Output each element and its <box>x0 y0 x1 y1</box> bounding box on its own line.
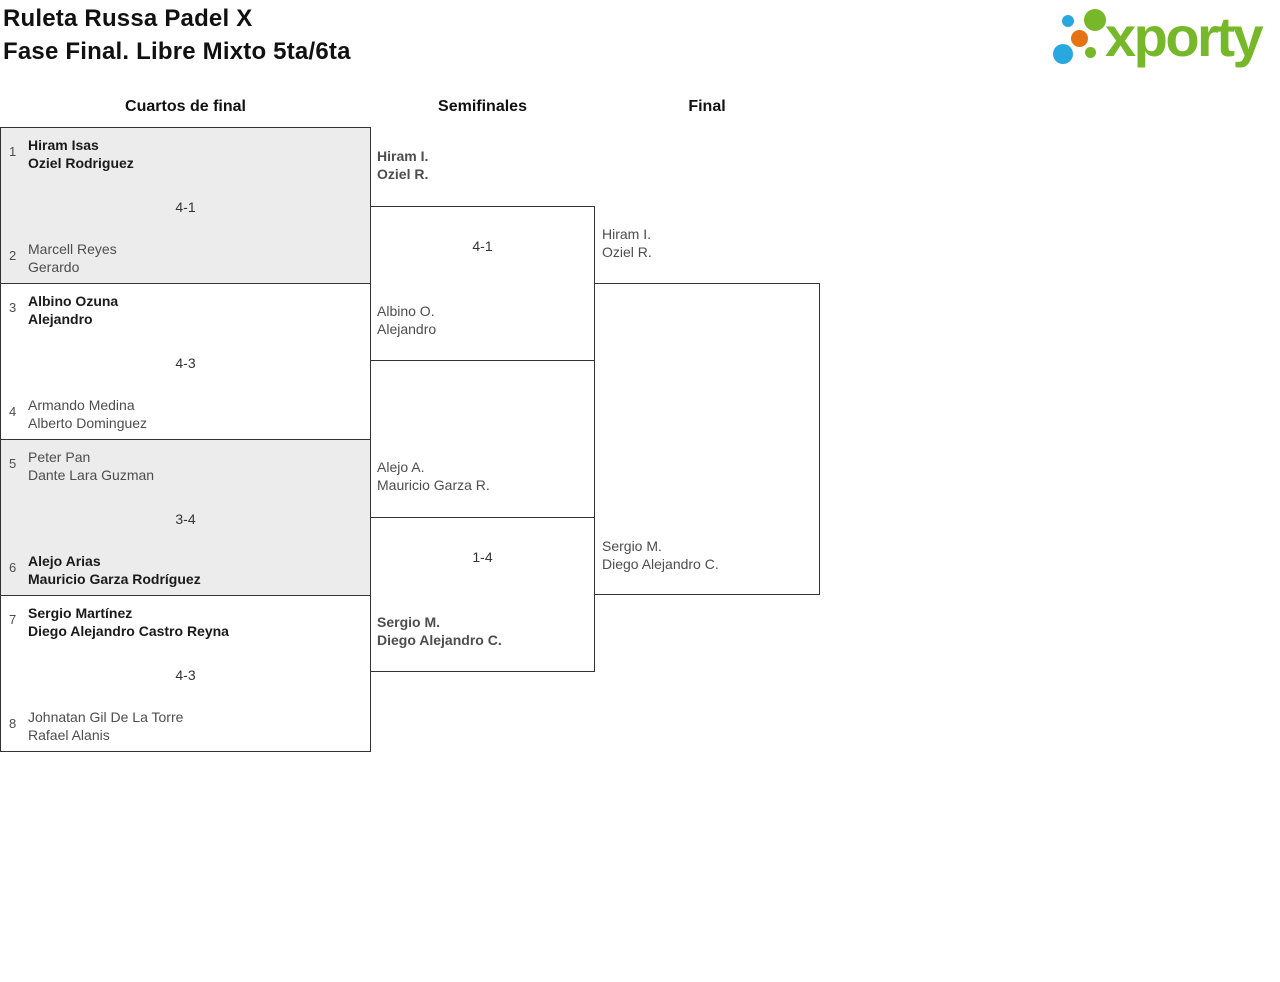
round-header-quarterfinals: Cuartos de final <box>125 98 246 115</box>
player-name: Diego Alejandro C. <box>602 556 719 572</box>
player-name: Marcell Reyes <box>28 241 117 257</box>
final-match <box>594 283 820 595</box>
player-name: Armando Medina <box>28 397 135 413</box>
player-name: Diego Alejandro Castro Reyna <box>28 623 229 639</box>
logo-dot-icon <box>1062 15 1074 27</box>
player-name: Sergio Martínez <box>28 605 133 621</box>
sf1-team1-names: Hiram I. Oziel R. <box>377 147 428 183</box>
round-header-final: Final <box>688 98 726 115</box>
round-header-semifinals: Semifinales <box>438 98 527 115</box>
qf1-team1-names: Hiram Isas Oziel Rodriguez <box>28 136 134 172</box>
player-name: Alberto Dominguez <box>28 415 148 431</box>
player-name: Oziel Rodriguez <box>28 155 134 171</box>
player-name: Peter Pan <box>28 449 91 465</box>
player-name: Johnatan Gil De La Torre <box>28 709 184 725</box>
seed-number: 2 <box>9 248 17 263</box>
seed-number: 5 <box>9 456 17 471</box>
seed-number: 8 <box>9 716 17 731</box>
player-name: Rafael Alanis <box>28 727 110 743</box>
match-score: 4-1 <box>175 199 196 215</box>
player-name: Albino O. <box>377 303 435 319</box>
seed-number: 7 <box>9 612 17 627</box>
qf2-team1-names: Albino Ozuna Alejandro <box>28 292 118 328</box>
player-name: Dante Lara Guzman <box>28 467 155 483</box>
player-name: Oziel R. <box>377 166 429 182</box>
qf-match-4: 7 Sergio Martínez Diego Alejandro Castro… <box>0 595 371 752</box>
player-name: Sergio M. <box>602 538 662 554</box>
seed-number: 3 <box>9 300 17 315</box>
match-score: 4-3 <box>175 355 196 371</box>
player-name: Oziel R. <box>602 244 652 260</box>
seed-number: 1 <box>9 144 17 159</box>
qf2-team2-names: Armando Medina Alberto Dominguez <box>28 396 147 432</box>
qf-match-3: 5 Peter Pan Dante Lara Guzman 3-4 6 Alej… <box>0 439 371 596</box>
player-name: Gerardo <box>28 259 80 275</box>
player-name: Alejandro <box>28 311 93 327</box>
qf3-team2-names: Alejo Arias Mauricio Garza Rodríguez <box>28 552 201 588</box>
qf-match-2: 3 Albino Ozuna Alejandro 4-3 4 Armando M… <box>0 283 371 440</box>
player-name: Diego Alejandro C. <box>377 632 502 648</box>
final-team1-names: Hiram I. Oziel R. <box>602 225 652 261</box>
player-name: Albino Ozuna <box>28 293 119 309</box>
player-name: Alejo A. <box>377 459 425 475</box>
match-score: 1-4 <box>472 549 493 565</box>
sf2-team1-names: Alejo A. Mauricio Garza R. <box>377 458 490 494</box>
qf4-team1-names: Sergio Martínez Diego Alejandro Castro R… <box>28 604 229 640</box>
match-score: 3-4 <box>175 511 196 527</box>
player-name: Sergio M. <box>377 614 441 630</box>
match-score: 4-1 <box>472 238 493 254</box>
sf2-team2-names: Sergio M. Diego Alejandro C. <box>377 613 502 649</box>
match-score: 4-3 <box>175 667 196 683</box>
logo-dot-icon <box>1071 30 1088 47</box>
player-name: Hiram Isas <box>28 137 99 153</box>
qf-match-1: 1 Hiram Isas Oziel Rodriguez 4-1 2 Marce… <box>0 127 371 284</box>
player-name: Alejandro <box>377 321 437 337</box>
player-name: Hiram I. <box>602 226 651 242</box>
player-name: Mauricio Garza Rodríguez <box>28 571 201 587</box>
player-name: Hiram I. <box>377 148 429 164</box>
logo-dot-icon <box>1085 47 1096 58</box>
xporty-logo[interactable]: xporty <box>1050 5 1275 77</box>
seed-number: 4 <box>9 404 17 419</box>
qf1-team2-names: Marcell Reyes Gerardo <box>28 240 117 276</box>
logo-dot-icon <box>1084 9 1106 31</box>
page-title: Ruleta Russa Padel X Fase Final. Libre M… <box>3 2 351 68</box>
phase-name: Fase Final. Libre Mixto 5ta/6ta <box>3 38 351 65</box>
player-name: Alejo Arias <box>28 553 101 569</box>
final-team2-names: Sergio M. Diego Alejandro C. <box>602 537 719 573</box>
qf4-team2-names: Johnatan Gil De La Torre Rafael Alanis <box>28 708 183 744</box>
sf1-team2-names: Albino O. Alejandro <box>377 302 436 338</box>
qf3-team1-names: Peter Pan Dante Lara Guzman <box>28 448 154 484</box>
player-name: Mauricio Garza R. <box>377 477 490 493</box>
logo-wordmark: xporty <box>1105 5 1264 68</box>
logo-dot-icon <box>1053 44 1073 64</box>
seed-number: 6 <box>9 560 17 575</box>
tournament-name: Ruleta Russa Padel X <box>3 5 253 32</box>
